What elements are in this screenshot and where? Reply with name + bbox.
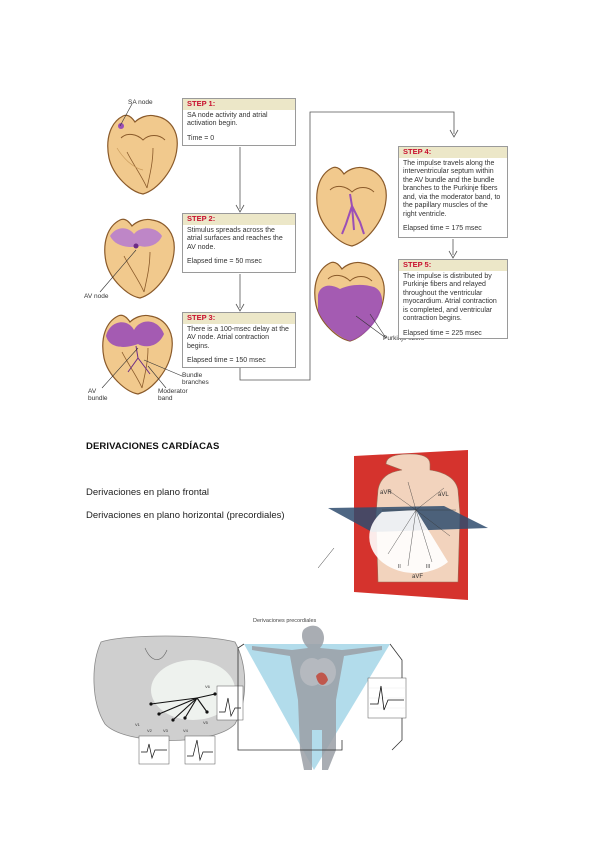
step1-header: STEP 1: [183, 99, 295, 110]
lead-avl-label: aVL [438, 492, 449, 498]
ecg-strip-v1-v2 [138, 735, 170, 765]
arrow-step2-to-step3 [235, 274, 245, 312]
lead-iii-label: III [426, 564, 430, 570]
human-body [252, 625, 382, 770]
precordial-v6-label: V6 [205, 684, 211, 689]
step1-box: STEP 1: SA node activity and atrial acti… [182, 98, 296, 146]
precordial-v1-label: V1 [135, 722, 141, 727]
precordial-v3-label: V3 [163, 728, 169, 733]
step3-time: Elapsed time = 150 msec [187, 357, 266, 364]
ecg-strip-v6 [216, 685, 244, 721]
ecg-strip-limb [367, 677, 407, 719]
precordial-v2-label: V2 [147, 728, 153, 733]
step3-header: STEP 3: [183, 313, 295, 324]
precordial-v5-label: V5 [203, 720, 209, 725]
step4-time: Elapsed time = 175 msec [403, 225, 482, 232]
heart-step2-image [104, 218, 175, 299]
step5-header: STEP 5: [399, 260, 507, 271]
lead-avr-label: aVR [380, 490, 392, 496]
precordial-caption: Derivaciones precordiales [253, 618, 317, 624]
heart-step4-image [316, 166, 387, 247]
planes-torso-figure: aVR aVL aVF II III [318, 450, 488, 600]
step1-time: Time = 0 [187, 134, 215, 142]
section-title: DERIVACIONES CARDÍACAS [86, 441, 220, 452]
av-node-label: AV node [84, 293, 109, 300]
step1-text: SA node activity and atrial activation b… [187, 111, 268, 128]
av-bundle-label: AV bundle [88, 388, 108, 402]
step3-box: STEP 3: There is a 100-msec delay at the… [182, 312, 296, 368]
av-node-leader-line [99, 249, 137, 293]
step5-time: Elapsed time = 225 msec [403, 329, 482, 337]
lead-ii-label: II [398, 564, 401, 570]
heart-step5-image [314, 261, 385, 342]
connector-step3-to-step4 [239, 111, 459, 381]
step3-text: There is a 100-msec delay at the AV node… [187, 325, 289, 350]
step3-leader-lines [101, 347, 183, 389]
step4-box: STEP 4: The impulse travels along the in… [398, 146, 508, 238]
heart-step1-image [107, 114, 178, 195]
lead-avf-label: aVF [412, 574, 423, 580]
arrow-step1-to-step2 [235, 147, 245, 213]
lead-fan [369, 510, 448, 574]
pointer-line [318, 547, 335, 569]
sa-node-leader-line [119, 104, 133, 127]
step5-box: STEP 5: The impulse is distributed by Pu… [398, 259, 508, 339]
step2-time: Elapsed time = 50 msec [187, 258, 262, 265]
step5-text: The impulse is distributed by Purkinje f… [403, 272, 497, 323]
body-triangle-figure [237, 625, 407, 770]
moderator-band-label: Moderator band [158, 388, 188, 402]
sa-node-label: SA node [128, 99, 153, 106]
horizontal-plane-text: Derivaciones en plano horizontal (precor… [86, 510, 285, 521]
thorax-section-figure: V1 V2 V3 V4 V5 V6 [93, 635, 246, 765]
arrow-step4-to-step5 [448, 239, 458, 259]
precordial-v4-label: V4 [183, 728, 189, 733]
purkinje-leader-lines [355, 313, 387, 339]
step4-header: STEP 4: [399, 147, 507, 158]
step4-text: The impulse travels along the interventr… [403, 159, 501, 218]
step2-text: Stimulus spreads across the atrial surfa… [187, 226, 283, 251]
frontal-plane-text: Derivaciones en plano frontal [86, 487, 210, 498]
ecg-strip-v3-v4 [184, 735, 216, 765]
bundle-branches-label: Bundle branches [182, 372, 209, 386]
step2-header: STEP 2: [183, 214, 295, 225]
step2-box: STEP 2: Stimulus spreads across the atri… [182, 213, 296, 273]
